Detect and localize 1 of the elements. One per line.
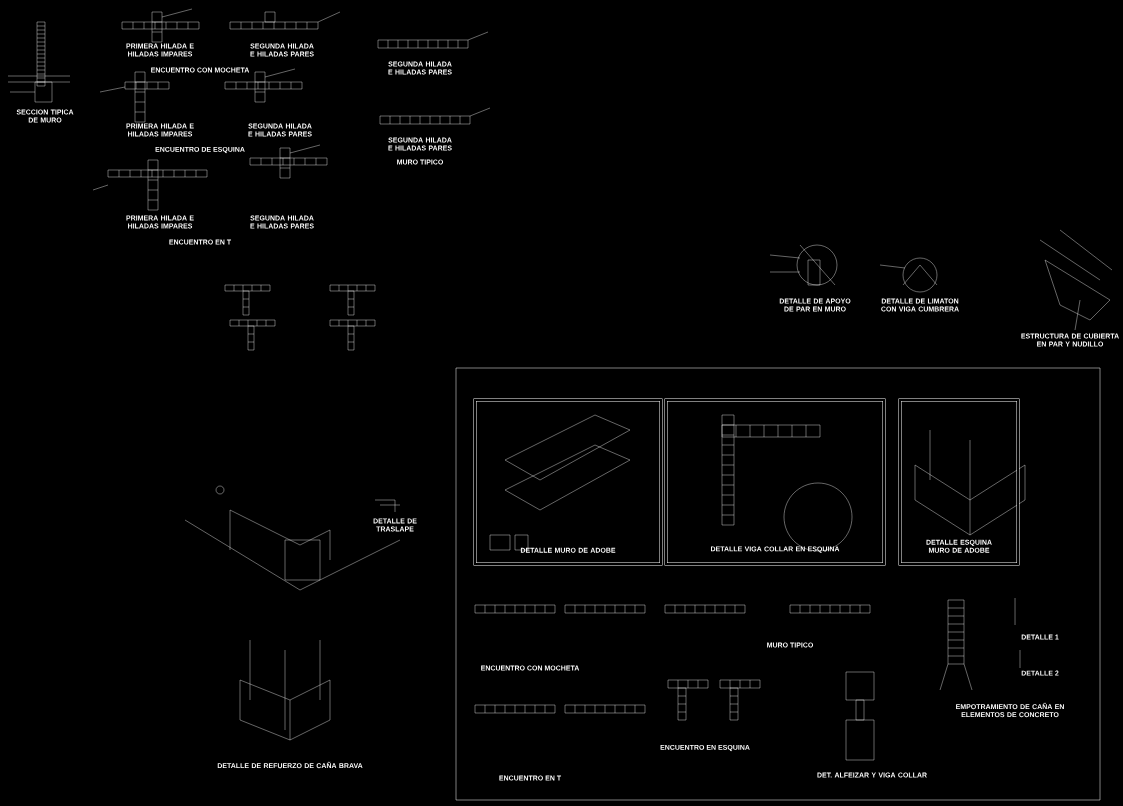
sheet-frame (455, 367, 1101, 801)
